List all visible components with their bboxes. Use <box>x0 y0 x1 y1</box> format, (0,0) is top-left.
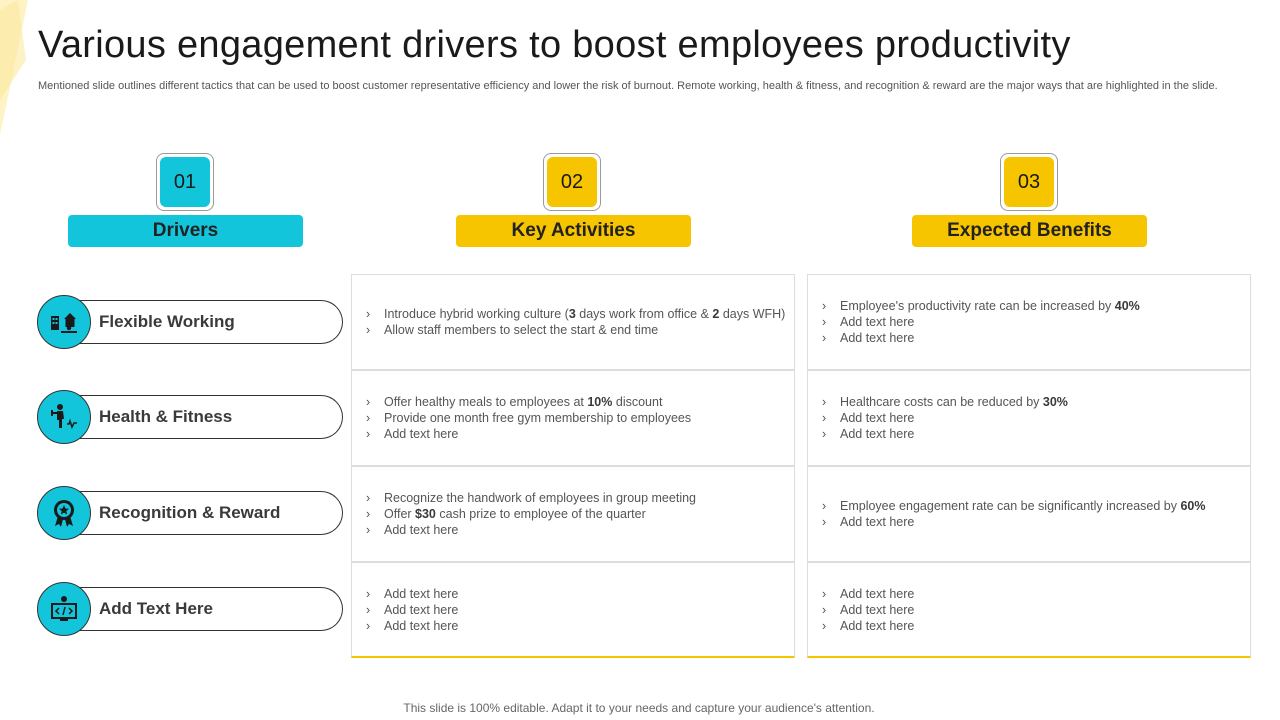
benefits-cell-1: Employee's productivity rate can be incr… <box>807 274 1251 370</box>
bullet-highlight: 3 <box>568 307 576 321</box>
bullet-highlight: 60% <box>1180 499 1206 513</box>
bullet-text: Provide one month free gym membership to… <box>384 411 692 425</box>
bullet-item: Recognize the handwork of employees in g… <box>366 490 696 506</box>
column-header-expected-benefits: Expected Benefits <box>912 215 1147 247</box>
bullet-item: Allow staff members to select the start … <box>366 322 785 338</box>
bullet-text: Add text here <box>840 618 915 633</box>
corner-decoration <box>0 0 28 135</box>
remote-work-icon <box>51 313 77 333</box>
column-number-expected-benefits: 03 <box>1004 157 1054 207</box>
bullet-text: Allow staff members to select the start … <box>384 323 659 337</box>
driver-flexible-working: Flexible Working <box>37 295 347 351</box>
bullet-item: Add text here <box>822 410 1068 426</box>
bullet-text: Add text here <box>384 427 459 441</box>
activities-cell-2: Offer healthy meals to employees at 10% … <box>351 370 795 466</box>
bullet-text: Add text here <box>384 602 459 617</box>
bullet-text: Employee's productivity rate can be incr… <box>840 299 1115 313</box>
column-number-drivers: 01 <box>160 157 210 207</box>
bullet-text: days WFH) <box>719 307 786 321</box>
bullet-text: Add text here <box>840 427 915 441</box>
bullet-text: Add text here <box>840 411 915 425</box>
driver-label: Flexible Working <box>75 300 343 344</box>
bullet-text: Healthcare costs can be reduced by <box>840 395 1043 409</box>
bullet-highlight: 30% <box>1042 395 1068 409</box>
column-number-box-drivers: 01 <box>156 153 214 211</box>
driver-health-fitness: Health & Fitness <box>37 390 347 446</box>
bullet-item: Add text here <box>822 602 914 618</box>
bullet-text: Offer <box>384 507 416 521</box>
bullet-item: Offer $30 cash prize to employee of the … <box>366 506 696 522</box>
bullet-text: Add text here <box>840 331 915 345</box>
bullet-highlight: 10% <box>587 395 613 409</box>
bullet-text: Introduce hybrid working culture ( <box>384 307 569 321</box>
benefits-cell-2: Healthcare costs can be reduced by 30%Ad… <box>807 370 1251 466</box>
bullet-text: Add text here <box>840 515 915 529</box>
column-number-box-expected-benefits: 03 <box>1000 153 1058 211</box>
driver-add-text: Add Text Here <box>37 582 347 638</box>
bullet-item: Employee engagement rate can be signific… <box>822 498 1206 514</box>
bullet-text: Add text here <box>840 315 915 329</box>
bullet-item: Add text here <box>822 514 1206 530</box>
bullet-item: Provide one month free gym membership to… <box>366 410 691 426</box>
driver-recognition-reward: Recognition & Reward <box>37 486 347 542</box>
benefits-cell-4: Add text hereAdd text hereAdd text here <box>807 562 1251 658</box>
code-monitor-icon <box>51 596 77 621</box>
bullet-item: Add text here <box>366 426 691 442</box>
column-header-drivers: Drivers <box>68 215 303 247</box>
bullet-item: Add text here <box>822 314 1140 330</box>
bullet-text: Add text here <box>840 602 915 617</box>
driver-label: Health & Fitness <box>75 395 343 439</box>
page-title: Various engagement drivers to boost empl… <box>38 24 1071 66</box>
column-number-key-activities: 02 <box>547 157 597 207</box>
bullet-highlight: 40% <box>1114 299 1140 313</box>
bullet-text: cash prize to employee of the quarter <box>435 507 646 521</box>
driver-label: Recognition & Reward <box>75 491 343 535</box>
driver-icon-circle <box>37 486 91 540</box>
bullet-highlight: $30 <box>415 507 436 521</box>
page-subtitle: Mentioned slide outlines different tacti… <box>38 80 1218 92</box>
bullet-item: Employee's productivity rate can be incr… <box>822 298 1140 314</box>
bullet-item: Add text here <box>822 426 1068 442</box>
bullet-text: discount <box>612 395 663 409</box>
bullet-highlight: 2 <box>712 307 720 321</box>
bullet-text: Add text here <box>840 586 915 601</box>
bullet-text: days work from office & <box>575 307 713 321</box>
bullet-item: Add text here <box>366 522 696 538</box>
driver-icon-circle <box>37 582 91 636</box>
bullet-text: Add text here <box>384 523 459 537</box>
activities-cell-4: Add text hereAdd text hereAdd text here <box>351 562 795 658</box>
bullet-item: Introduce hybrid working culture (3 days… <box>366 306 785 322</box>
bullet-item: Add text here <box>822 618 914 634</box>
column-number-box-key-activities: 02 <box>543 153 601 211</box>
activities-cell-3: Recognize the handwork of employees in g… <box>351 466 795 562</box>
bullet-text: Employee engagement rate can be signific… <box>840 499 1181 513</box>
activities-cell-1: Introduce hybrid working culture (3 days… <box>351 274 795 370</box>
bullet-item: Add text here <box>822 586 914 602</box>
footer-note: This slide is 100% editable. Adapt it to… <box>403 701 875 715</box>
column-header-key-activities: Key Activities <box>456 215 691 247</box>
driver-label: Add Text Here <box>75 587 343 631</box>
driver-icon-circle <box>37 390 91 444</box>
award-badge-icon <box>54 500 74 527</box>
bullet-text: Recognize the handwork of employees in g… <box>384 491 696 505</box>
bullet-item: Add text here <box>822 330 1140 346</box>
bullet-text: Add text here <box>384 618 459 633</box>
bullet-item: Healthcare costs can be reduced by 30% <box>822 394 1068 410</box>
benefits-cell-3: Employee engagement rate can be signific… <box>807 466 1251 562</box>
bullet-item: Offer healthy meals to employees at 10% … <box>366 394 691 410</box>
driver-icon-circle <box>37 295 91 349</box>
bullet-item: Add text here <box>366 586 458 602</box>
fitness-icon <box>51 404 77 429</box>
bullet-text: Add text here <box>384 586 459 601</box>
bullet-text: Offer healthy meals to employees at <box>384 395 588 409</box>
bullet-item: Add text here <box>366 618 458 634</box>
bullet-item: Add text here <box>366 602 458 618</box>
